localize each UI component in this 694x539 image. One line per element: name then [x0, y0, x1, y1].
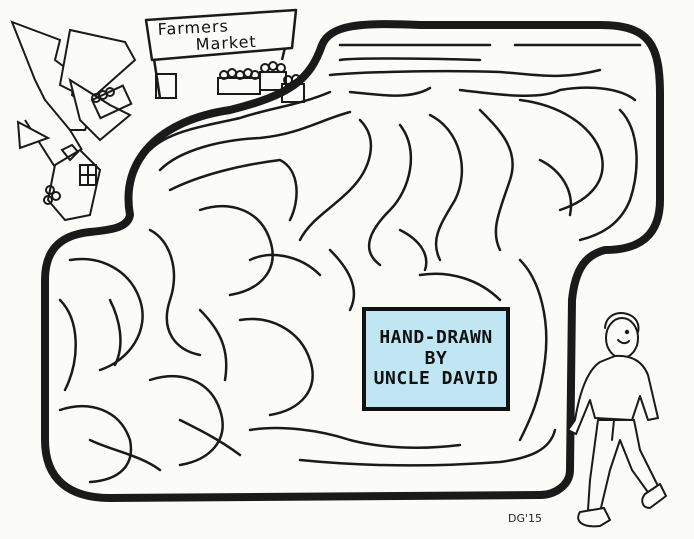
sign-line-2: Market	[195, 32, 257, 54]
credit-line-2: BY	[424, 347, 448, 369]
maze-corridors	[58, 43, 642, 484]
artist-signature: DG'15	[508, 512, 543, 525]
credit-line-1: HAND-DRAWN	[379, 326, 493, 348]
maze-outer-wall	[41, 20, 664, 502]
walking-man-figure	[567, 312, 667, 528]
credit-box: HAND-DRAWN BY UNCLE DAVID	[362, 307, 510, 411]
market-stall-icon	[58, 28, 137, 142]
produce-crates	[155, 61, 305, 103]
sign-line-1: Farmers	[157, 16, 229, 39]
credit-line-3: UNCLE DAVID	[373, 368, 499, 390]
stall-with-flag-icon	[16, 119, 102, 222]
farmers-market-sign: Farmers Market	[144, 8, 298, 99]
